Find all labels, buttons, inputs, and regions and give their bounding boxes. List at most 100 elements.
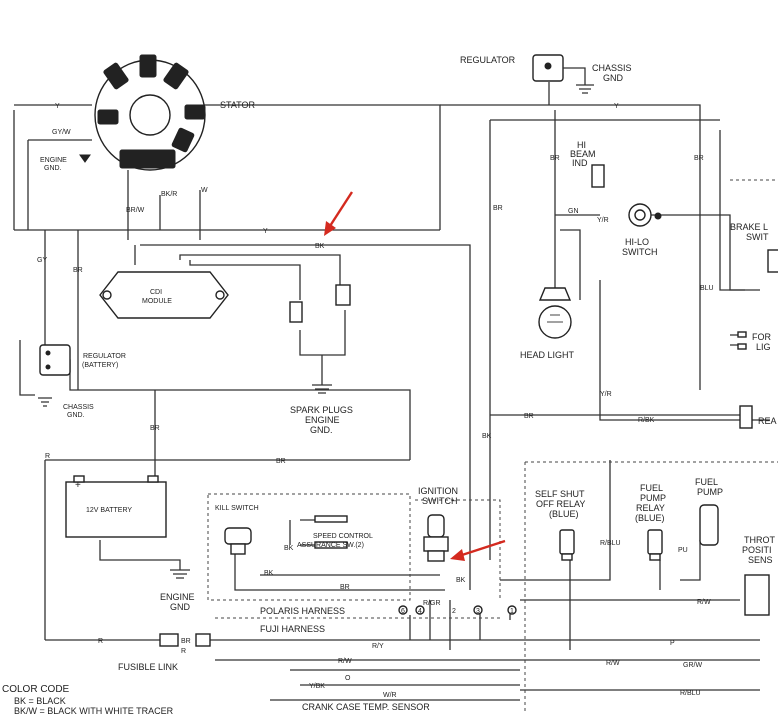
chassis-gnd-top-label-2: GND [603, 73, 624, 83]
wire-label-br-8: BR [340, 584, 350, 591]
harness-boundaries [207, 179, 778, 714]
throttle-label-2: POSITI [742, 545, 772, 555]
self-shut-label-2: OFF RELAY [536, 499, 585, 509]
wire-label-br-6: BR [694, 155, 704, 162]
wire-label-r-1: R [45, 453, 50, 460]
cdi-module: CDI MODULE [99, 271, 229, 319]
crank-case-sensor-label: CRANK CASE TEMP. SENSOR [302, 702, 430, 712]
wire-label-bk-1: BK [315, 243, 325, 250]
head-light: HEAD LIGHT [520, 287, 575, 360]
annotation-arrow-2 [450, 539, 506, 561]
wire-label-gr-w: GR/W [683, 662, 702, 669]
regulator-top: REGULATOR CHASSIS GND [460, 54, 632, 94]
wire-label-r-3: R [181, 648, 186, 655]
right-edge-labels: FOR LIG REA [737, 331, 777, 429]
engine-gnd-small-label-2: GND. [44, 165, 62, 172]
wire-labels: Y Y Y GY/W BR/W BK/R W BK GY BR BR BR BR… [37, 103, 714, 699]
hi-lo-switch: HI-LO SWITCH [622, 203, 662, 257]
wire-label-r-blu-1: R/BLU [600, 540, 621, 547]
hi-beam-label-1: HI [577, 140, 586, 150]
connector-numbers: 6 4 3 1 2 [398, 605, 517, 615]
for-lig-label-2: LIG [756, 342, 771, 352]
head-light-label: HEAD LIGHT [520, 350, 575, 360]
fuel-pump-relay: FUEL PUMP RELAY (BLUE) [635, 483, 666, 561]
engine-gnd-bottom-label-1: ENGINE [160, 592, 195, 602]
cdi-label-1: CDI [150, 289, 162, 296]
wire-label-bk-2: BK [456, 577, 466, 584]
wire-label-gy: GY [37, 257, 47, 264]
kill-switch: KILL SWITCH SPEED CONTROL ASSURANCE SW.(… [215, 505, 373, 555]
wire-label-r-y: R/Y [372, 643, 384, 650]
throttle-label-3: SENS [748, 555, 773, 565]
color-code-title: COLOR CODE [2, 684, 70, 695]
wire-label-br-5: BR [550, 155, 560, 162]
fuji-harness-label: FUJI HARNESS [260, 624, 325, 634]
spark-plugs-label-2: ENGINE [305, 415, 340, 425]
engine-gnd-small-label-1: ENGINE [40, 157, 67, 164]
regulator-battery-label-1: REGULATOR [83, 353, 126, 360]
wire-label-w-r: W/R [383, 692, 397, 699]
wire-label-r-w-1: R/W [697, 599, 711, 606]
color-code-line-2: BK/W = BLACK WITH WHITE TRACER [14, 706, 174, 714]
wire-label-br-4: BR [493, 205, 503, 212]
polaris-harness-label: POLARIS HARNESS [260, 606, 345, 616]
for-lig-label-1: FOR [752, 332, 771, 342]
throttle-position-sensor: THROT POSITI SENS [742, 535, 775, 616]
fuel-pump: FUEL PUMP [695, 477, 723, 546]
hi-lo-label-2: SWITCH [622, 247, 658, 257]
wire-label-gn: GN [568, 208, 579, 215]
wire-label-bk-5: BK [482, 433, 492, 440]
battery-label: 12V BATTERY [86, 507, 132, 514]
wire-label-r-2: R [98, 638, 103, 645]
throttle-label-1: THROT [744, 535, 775, 545]
regulator-battery: REGULATOR (BATTERY) CHASSIS GND. [38, 344, 126, 419]
wire-label-br-9: BR [181, 638, 191, 645]
wire-label-y-r-2: Y/R [600, 391, 612, 398]
wire-label-o: O [345, 675, 351, 682]
wire-label-r-w-3: R/W [606, 660, 620, 667]
ignition-switch-label-1: IGNITION [418, 486, 458, 496]
battery: + 12V BATTERY ENGINE GND [65, 475, 195, 612]
chassis-gnd-left-label-1: CHASSIS [63, 404, 94, 411]
wire-label-br-1: BR [73, 267, 83, 274]
hi-beam-label-3: IND [572, 158, 588, 168]
wire-label-y-1: Y [55, 103, 60, 110]
connector-3: 3 [476, 608, 480, 615]
wires [13, 82, 770, 701]
wire-label-y-r-1: Y/R [597, 217, 609, 224]
wire-label-br-2: BR [150, 425, 160, 432]
regulator-battery-label-2: (BATTERY) [82, 362, 118, 369]
fusible-link: FUSIBLE LINK [118, 633, 211, 672]
fuel-pump-label-1: FUEL [695, 477, 718, 487]
connector-2: 2 [452, 608, 456, 615]
fuel-pump-relay-label-2: PUMP [640, 493, 666, 503]
stator: STATOR ENGINE GND. [40, 54, 256, 172]
wire-label-bk-r: BK/R [161, 191, 177, 198]
wire-label-r-blu-2: R/BLU [680, 690, 701, 697]
spark-plugs-label-1: SPARK PLUGS [290, 405, 353, 415]
engine-gnd-bottom-label-2: GND [170, 602, 191, 612]
connector-6: 6 [401, 608, 405, 615]
brake-switch-label-2: SWIT [746, 232, 769, 242]
self-shut-off-relay: SELF SHUT OFF RELAY (BLUE) [535, 489, 585, 561]
wire-label-p: P [670, 640, 675, 647]
wire-label-y-3: Y [263, 228, 268, 235]
speed-control-label-2: ASSURANCE SW.(2) [297, 542, 364, 549]
hi-lo-label-1: HI-LO [625, 237, 649, 247]
wire-label-r-bk: R/BK [638, 417, 655, 424]
ignition-switch: IGNITION SWITCH [418, 486, 458, 562]
fuel-pump-relay-label-4: (BLUE) [635, 513, 665, 523]
wire-label-blu: BLU [700, 285, 714, 292]
chassis-gnd-top-label-1: CHASSIS [592, 63, 632, 73]
fuel-pump-relay-label-1: FUEL [640, 483, 663, 493]
wire-label-y-2: Y [614, 103, 619, 110]
speed-control-label-1: SPEED CONTROL [313, 533, 373, 540]
wire-label-w: W [201, 187, 208, 194]
wire-label-gy-w: GY/W [52, 129, 71, 136]
svg-text:+: + [75, 480, 81, 491]
ignition-switch-label-2: SWITCH [422, 496, 458, 506]
connector-4: 4 [418, 608, 422, 615]
cdi-label-2: MODULE [142, 298, 172, 305]
color-code-legend: COLOR CODE BK = BLACK BK/W = BLACK WITH … [2, 684, 174, 714]
